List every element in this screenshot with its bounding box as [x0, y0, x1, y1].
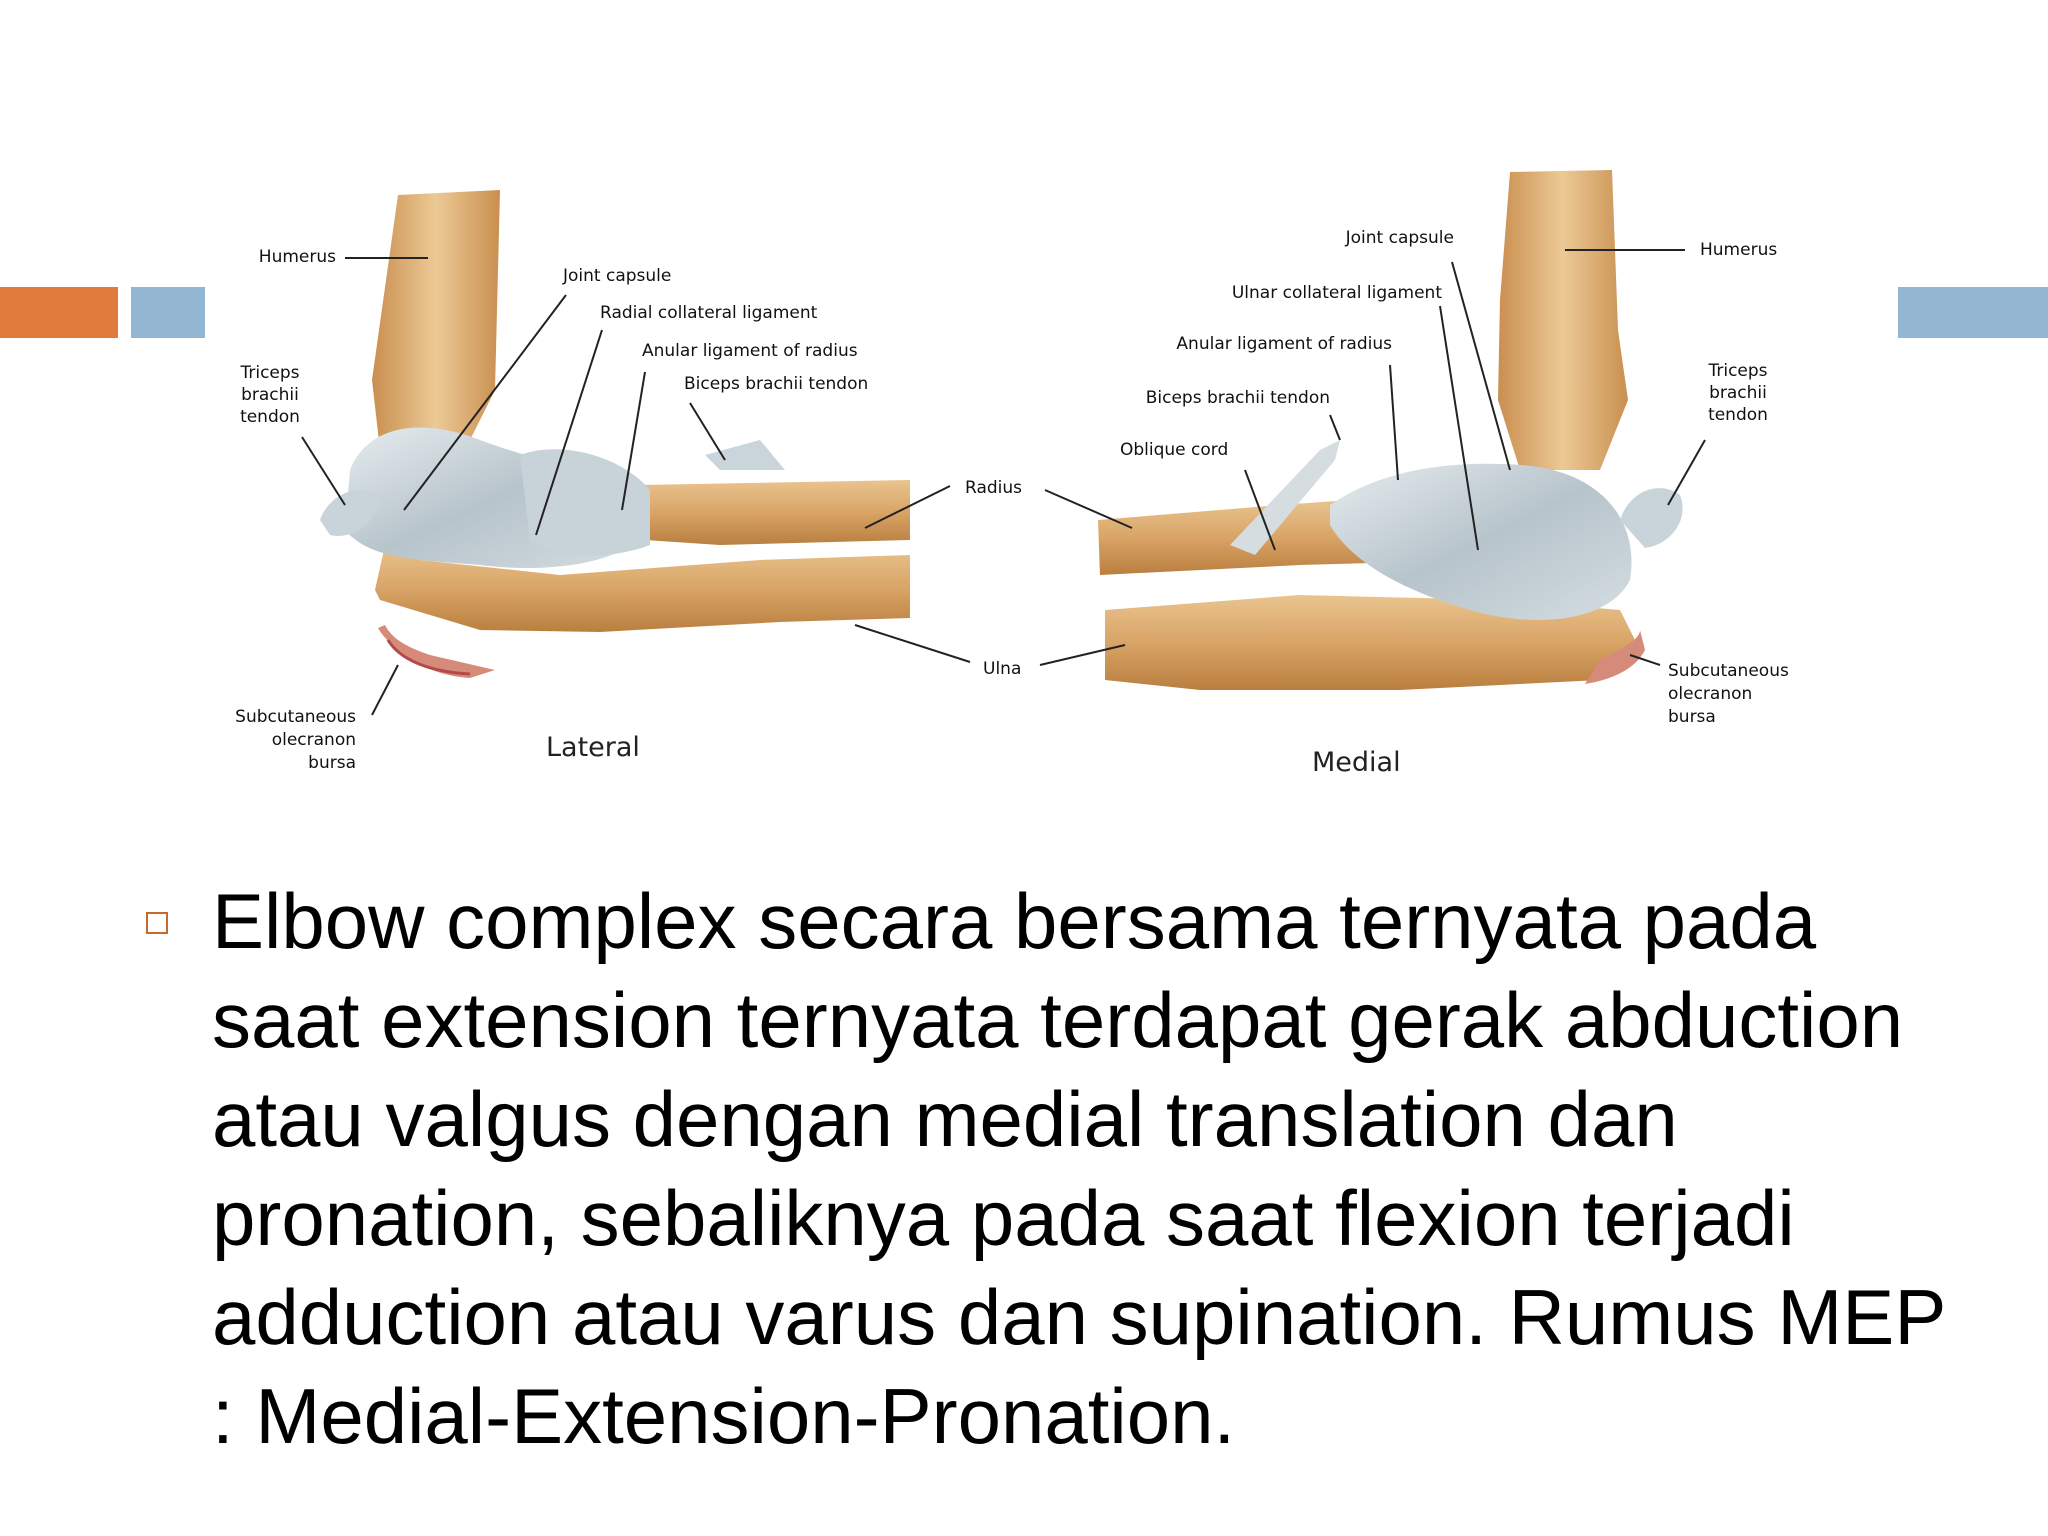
- label-joint-capsule-medial: Joint capsule: [1345, 228, 1454, 248]
- label-bursa-lateral-line1: Subcutaneous: [235, 707, 356, 727]
- label-biceps-tendon-lateral: Biceps brachii tendon: [684, 374, 868, 394]
- label-triceps-medial-line1: Triceps: [1707, 361, 1767, 381]
- label-triceps-medial-line3: tendon: [1708, 405, 1768, 425]
- label-triceps-lateral-line3: tendon: [240, 407, 300, 427]
- label-triceps-lateral-line2: brachii: [241, 385, 299, 405]
- bullet-item: Elbow complex secara bersama ternyata pa…: [146, 872, 1946, 1466]
- accent-bar-orange: [0, 287, 118, 338]
- accent-bar-blue-left: [131, 287, 205, 338]
- label-bursa-lateral-line3: bursa: [308, 753, 356, 773]
- label-triceps-lateral-line1: Triceps: [239, 363, 299, 383]
- elbow-anatomy-figure: Humerus Joint capsule Radial collateral …: [200, 160, 1850, 790]
- label-bursa-medial-line2: olecranon: [1668, 684, 1752, 704]
- label-ulnar-collateral-ligament: Ulnar collateral ligament: [1232, 283, 1442, 303]
- label-bursa-medial-line1: Subcutaneous: [1668, 661, 1789, 681]
- square-bullet-icon: [146, 912, 168, 934]
- label-bursa-lateral-line2: olecranon: [272, 730, 356, 750]
- bullet-text: Elbow complex secara bersama ternyata pa…: [212, 877, 1945, 1460]
- label-biceps-tendon-medial: Biceps brachii tendon: [1146, 388, 1330, 408]
- label-oblique-cord: Oblique cord: [1120, 440, 1228, 460]
- label-anular-ligament-lateral: Anular ligament of radius: [642, 341, 858, 361]
- label-radius: Radius: [965, 478, 1022, 498]
- label-radial-collateral-ligament: Radial collateral ligament: [600, 303, 818, 323]
- label-triceps-medial-line2: brachii: [1709, 383, 1767, 403]
- lateral-elbow-illustration: [320, 190, 910, 678]
- accent-bar-blue-right: [1898, 287, 2048, 338]
- label-humerus-lateral: Humerus: [259, 247, 336, 267]
- label-ulna: Ulna: [983, 659, 1021, 679]
- label-humerus-medial: Humerus: [1700, 240, 1777, 260]
- label-anular-ligament-medial: Anular ligament of radius: [1176, 334, 1392, 354]
- medial-elbow-illustration: [1098, 170, 1683, 690]
- view-label-medial: Medial: [1312, 747, 1401, 778]
- label-joint-capsule-lateral: Joint capsule: [562, 266, 671, 286]
- bullet-list: Elbow complex secara bersama ternyata pa…: [146, 872, 1946, 1466]
- view-label-lateral: Lateral: [546, 732, 640, 763]
- label-bursa-medial-line3: bursa: [1668, 707, 1716, 727]
